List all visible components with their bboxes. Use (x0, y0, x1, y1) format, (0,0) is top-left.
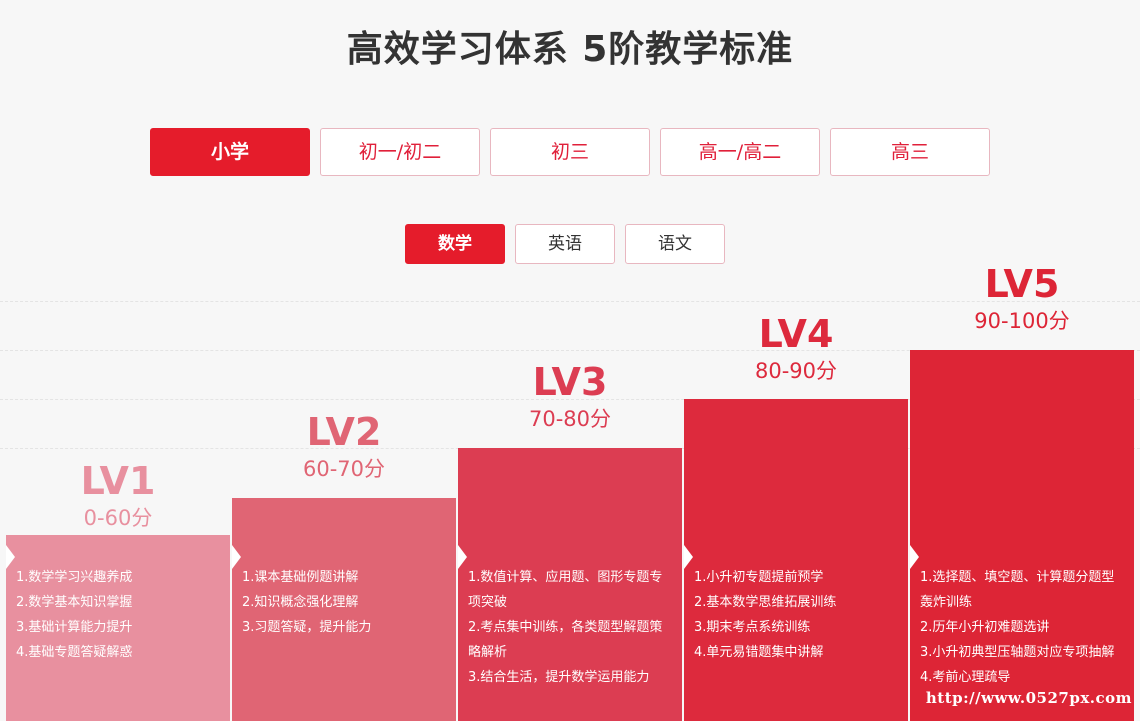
level-name: LV5 (984, 262, 1060, 306)
level-score: 0-60分 (83, 506, 153, 530)
list-item: 3.结合生活，提升数学运用能力 (468, 670, 650, 685)
level-2-column: LV2 60-70分 1.课本基础例题讲解 2.知识概念强化理解 3.习题答疑，… (232, 406, 456, 721)
level-4-step: 1.小升初专题提前预学 2.基本数学思维拓展训练 3.期末考点系统训练 4.单元… (684, 399, 908, 721)
level-5-column: LV5 90-100分 1.选择题、填空题、计算题分题型 轰炸训练 2.历年小升… (910, 262, 1134, 721)
list-item: 4.考前心理疏导 (920, 670, 1011, 685)
guide-line (0, 301, 1140, 302)
step-arrow-icon (684, 545, 693, 569)
list-item: 2.知识概念强化理解 (242, 595, 359, 610)
guide-line (0, 399, 1140, 400)
step-arrow-icon (458, 545, 467, 569)
level-1-column: LV1 0-60分 1.数学学习兴趣养成 2.数学基本知识掌握 3.基础计算能力… (6, 455, 230, 721)
level-2-step: 1.课本基础例题讲解 2.知识概念强化理解 3.习题答疑，提升能力 (232, 498, 456, 721)
level-name: LV4 (758, 312, 834, 356)
list-item: 1.小升初专题提前预学 (694, 570, 824, 585)
tab-subject-english[interactable]: 英语 (515, 224, 615, 264)
level-2-items: 1.课本基础例题讲解 2.知识概念强化理解 3.习题答疑，提升能力 (242, 565, 452, 640)
list-item: 2.历年小升初难题选讲 (920, 620, 1050, 635)
list-item: 3.小升初典型压轴题对应专项抽解 (920, 645, 1115, 660)
level-name: LV1 (80, 459, 156, 503)
level-score: 60-70分 (302, 457, 386, 481)
list-item: 3.习题答疑，提升能力 (242, 620, 372, 635)
level-name: LV3 (532, 360, 608, 404)
level-3-step: 1.数值计算、应用题、图形专题专 项突破 2.考点集中训练，各类题型解题策 略解… (458, 448, 682, 721)
level-5-head: LV5 90-100分 (910, 262, 1134, 334)
list-item: 1.数值计算、应用题、图形专题专 (468, 570, 663, 585)
page-title: 高效学习体系 5阶教学标准 (346, 29, 794, 70)
step-arrow-icon (910, 545, 919, 569)
tab-grade-junior-3[interactable]: 初三 (490, 128, 650, 176)
list-item: 2.基本数学思维拓展训练 (694, 595, 837, 610)
step-arrow-icon (6, 545, 15, 569)
watermark: http://www.0527px.com (925, 689, 1132, 707)
level-4-head: LV4 80-90分 (684, 312, 908, 384)
guide-line (0, 350, 1140, 351)
level-4-column: LV4 80-90分 1.小升初专题提前预学 2.基本数学思维拓展训练 3.期末… (684, 310, 908, 721)
list-item: 1.选择题、填空题、计算题分题型 (920, 570, 1115, 585)
list-item: 2.考点集中训练，各类题型解题策 (468, 620, 663, 635)
level-1-head: LV1 0-60分 (6, 459, 230, 531)
list-item: 1.数学学习兴趣养成 (16, 570, 133, 585)
tab-grade-senior-3[interactable]: 高三 (830, 128, 990, 176)
level-1-step: 1.数学学习兴趣养成 2.数学基本知识掌握 3.基础计算能力提升 4.基础专题答… (6, 535, 230, 721)
level-score: 80-90分 (754, 359, 838, 383)
level-score: 90-100分 (974, 309, 1070, 333)
list-item: 略解析 (468, 645, 508, 660)
tab-grade-senior-1-2[interactable]: 高一/高二 (660, 128, 820, 176)
list-item: 项突破 (468, 595, 508, 610)
level-1-items: 1.数学学习兴趣养成 2.数学基本知识掌握 3.基础计算能力提升 4.基础专题答… (16, 565, 226, 665)
tab-grade-junior-1-2[interactable]: 初一/初二 (320, 128, 480, 176)
level-5-items: 1.选择题、填空题、计算题分题型 轰炸训练 2.历年小升初难题选讲 3.小升初典… (920, 565, 1130, 690)
step-arrow-icon (232, 545, 241, 569)
level-3-items: 1.数值计算、应用题、图形专题专 项突破 2.考点集中训练，各类题型解题策 略解… (468, 565, 678, 690)
level-3-column: LV3 70-80分 1.数值计算、应用题、图形专题专 项突破 2.考点集中训练… (458, 358, 682, 721)
level-score: 70-80分 (528, 407, 612, 431)
list-item: 4.单元易错题集中讲解 (694, 645, 824, 660)
list-item: 1.课本基础例题讲解 (242, 570, 359, 585)
list-item: 2.数学基本知识掌握 (16, 595, 133, 610)
tab-subject-math[interactable]: 数学 (405, 224, 505, 264)
level-3-head: LV3 70-80分 (458, 360, 682, 432)
list-item: 3.期末考点系统训练 (694, 620, 811, 635)
list-item: 轰炸训练 (920, 595, 973, 610)
level-4-items: 1.小升初专题提前预学 2.基本数学思维拓展训练 3.期末考点系统训练 4.单元… (694, 565, 904, 665)
level-2-head: LV2 60-70分 (232, 410, 456, 482)
list-item: 3.基础计算能力提升 (16, 620, 133, 635)
level-name: LV2 (306, 410, 382, 454)
tab-subject-chinese[interactable]: 语文 (625, 224, 725, 264)
level-5-step: 1.选择题、填空题、计算题分题型 轰炸训练 2.历年小升初难题选讲 3.小升初典… (910, 350, 1134, 721)
list-item: 4.基础专题答疑解惑 (16, 645, 133, 660)
tab-grade-primary[interactable]: 小学 (150, 128, 310, 176)
